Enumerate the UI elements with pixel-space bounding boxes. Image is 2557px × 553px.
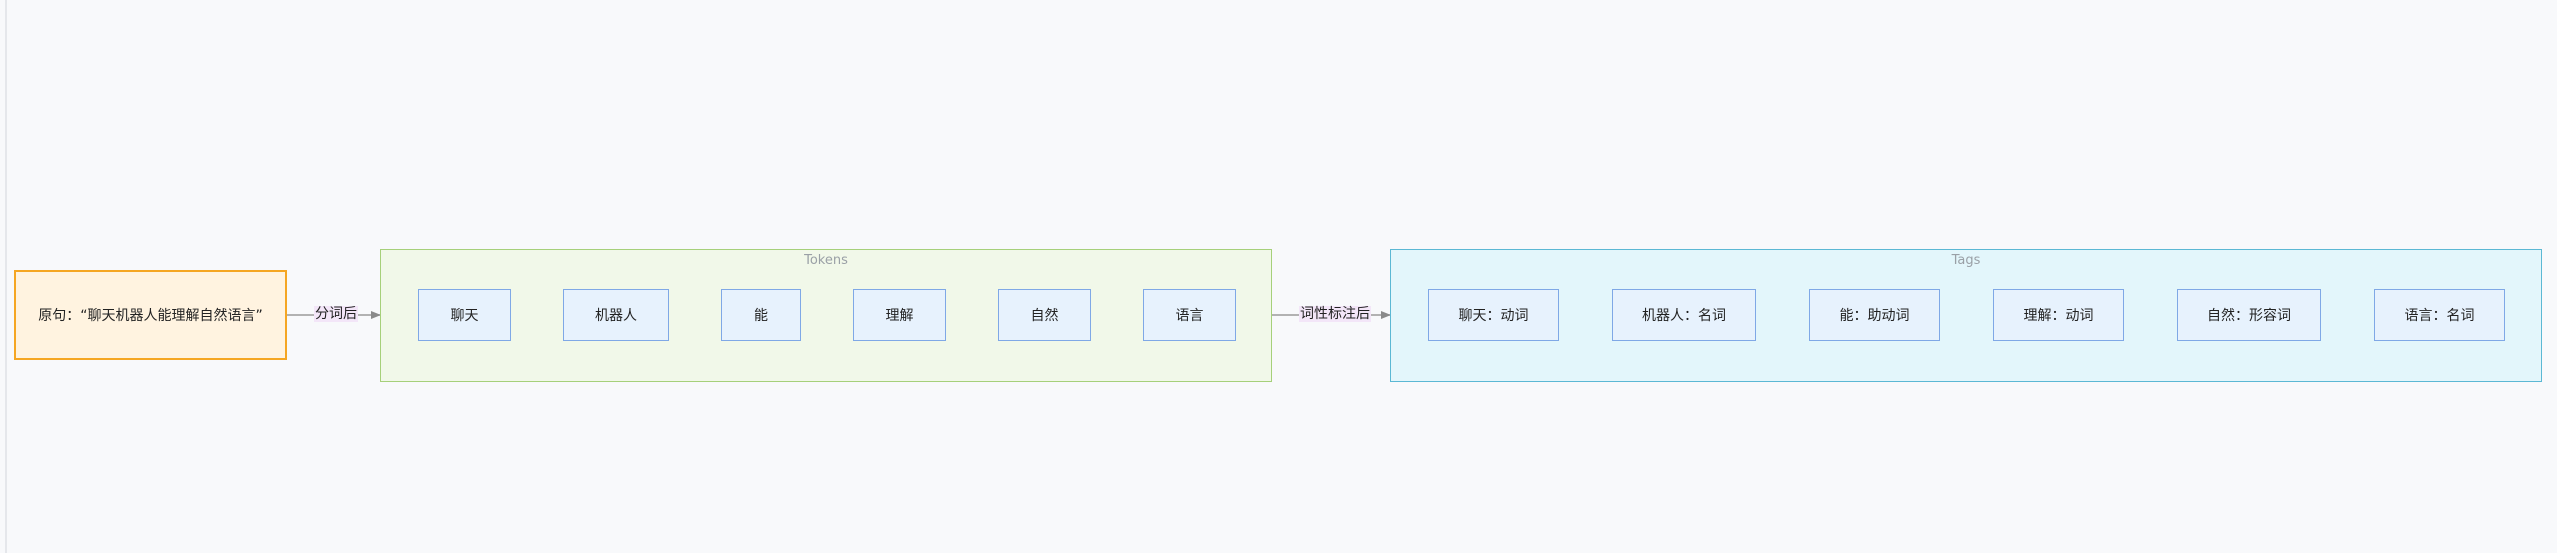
- token-node: 理解: [853, 289, 946, 341]
- tokens-group-title: Tokens: [804, 253, 848, 268]
- token-node: 机器人: [563, 289, 669, 341]
- tags-group-title: Tags: [1951, 253, 1981, 268]
- tags-group: Tags 聊天：动词 机器人：名词 能：助动词 理解：动词 自然：形容词 语言：…: [1390, 249, 2542, 382]
- source-sentence-label: 原句：“聊天机器人能理解自然语言”: [38, 308, 263, 324]
- edge-label-tokenized: 分词后: [314, 306, 358, 322]
- tag-node: 能：助动词: [1809, 289, 1940, 341]
- token-node: 自然: [998, 289, 1091, 341]
- tag-node: 聊天：动词: [1428, 289, 1559, 341]
- tag-node: 语言：名词: [2374, 289, 2505, 341]
- tokens-group: Tokens 聊天 机器人 能 理解 自然 语言: [380, 249, 1272, 382]
- canvas-left-border: [5, 0, 7, 553]
- token-node: 语言: [1143, 289, 1236, 341]
- token-node: 能: [721, 289, 801, 341]
- edge-label-pos-tagged: 词性标注后: [1299, 306, 1371, 322]
- tag-node: 自然：形容词: [2177, 289, 2321, 341]
- tag-node: 机器人：名词: [1612, 289, 1756, 341]
- token-node: 聊天: [418, 289, 511, 341]
- source-sentence-node: 原句：“聊天机器人能理解自然语言”: [14, 270, 287, 360]
- tag-node: 理解：动词: [1993, 289, 2124, 341]
